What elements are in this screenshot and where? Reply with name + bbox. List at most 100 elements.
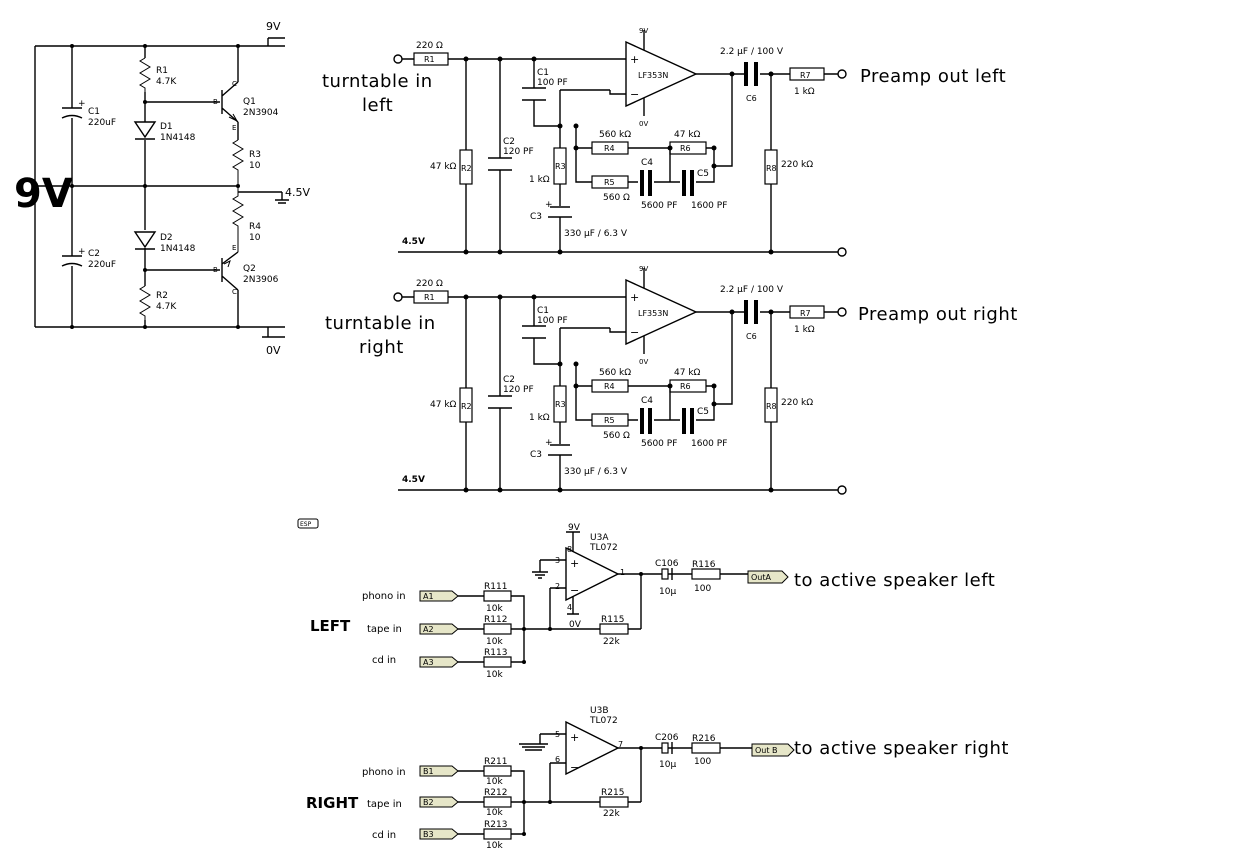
power-supply: ++ 9V 9V 4.5V 0V C1 220uF C2 bbox=[14, 20, 310, 357]
c5-name: C5 bbox=[697, 169, 709, 179]
r2-value: 4.7K bbox=[156, 302, 177, 312]
mixer-right-pin-minus: 6 bbox=[555, 755, 560, 764]
c4-name: C4 bbox=[641, 158, 653, 168]
q2-pin-b: B bbox=[213, 266, 218, 274]
c4-value: 5600 PF bbox=[641, 201, 677, 211]
preamp-rail-label: 4.5V bbox=[402, 475, 425, 485]
mixer-right-in-3-r: R213 bbox=[484, 820, 507, 830]
opamp-vplus: 9V bbox=[639, 27, 648, 35]
mixer-right-opamp-part: TL072 bbox=[589, 716, 618, 726]
r4-name: R4 bbox=[249, 222, 261, 232]
mixer-left-in-2-tag: A2 bbox=[423, 625, 434, 634]
mixer-left-out-tag: OutA bbox=[751, 573, 772, 582]
mixer-right-pin-out: 7 bbox=[618, 740, 623, 749]
r4-value: 560 kΩ bbox=[599, 368, 631, 378]
c3-value: 330 µF / 6.3 V bbox=[564, 229, 628, 239]
c5-name: C5 bbox=[697, 407, 709, 417]
svg-text:+: + bbox=[78, 99, 86, 109]
mixer-left-pin-vminus: 4 bbox=[567, 603, 572, 612]
c3-value: 330 µF / 6.3 V bbox=[564, 467, 628, 477]
r1-name: R1 bbox=[156, 66, 168, 76]
r6-value: 47 kΩ bbox=[674, 368, 701, 378]
mixer-right-rf-val: 22k bbox=[603, 809, 620, 819]
c6-value: 2.2 µF / 100 V bbox=[720, 47, 784, 57]
mixer-right-minus-sign: − bbox=[570, 761, 579, 774]
mixer-left-in-3-tag: A3 bbox=[423, 658, 434, 667]
mixer-right-cout-val: 10µ bbox=[659, 760, 676, 770]
r8-value: 220 kΩ bbox=[781, 160, 813, 170]
preamp-input-side: right bbox=[359, 337, 404, 358]
mixer-right-in-1-val: 10k bbox=[486, 777, 503, 787]
r8-name: R8 bbox=[766, 402, 777, 411]
preamp-input-label: turntable in bbox=[322, 71, 433, 92]
d1-name: D1 bbox=[160, 122, 173, 132]
c2-value: 220uF bbox=[88, 260, 116, 270]
r7-value: 1 kΩ bbox=[794, 87, 815, 97]
mixer-left-pin-out: 1 bbox=[620, 568, 625, 577]
r4-value: 10 bbox=[249, 233, 261, 243]
q1-pin-b: B bbox=[213, 98, 218, 106]
mixer-left-out-label: to active speaker left bbox=[794, 570, 995, 591]
mixer-left-plus-sign: + bbox=[570, 557, 579, 570]
mixer-right-cout: C206 bbox=[655, 733, 679, 743]
mixer-right-pin-plus: 5 bbox=[555, 730, 560, 739]
mixer-left-in-2-val: 10k bbox=[486, 637, 503, 647]
opamp-part: LF353N bbox=[638, 71, 668, 80]
q2-value: 2N3906 bbox=[243, 275, 279, 285]
r5-value: 560 Ω bbox=[603, 193, 630, 203]
mixer-left-in-2-label: tape in bbox=[367, 624, 402, 635]
r2-name: R2 bbox=[156, 291, 168, 301]
preamp-body: + bbox=[393, 268, 847, 495]
mixer-right-side-label: RIGHT bbox=[306, 794, 359, 812]
r1-value: 220 Ω bbox=[416, 279, 443, 289]
preamp-input-side: left bbox=[362, 95, 393, 116]
r8-name: R8 bbox=[766, 164, 777, 173]
mixer-right-in-3-label: cd in bbox=[372, 830, 396, 841]
c1-value: 220uF bbox=[88, 118, 116, 128]
mixer-right-out-label: to active speaker right bbox=[794, 738, 1009, 759]
preamp-input-label: turntable in bbox=[325, 313, 436, 334]
mixer-right-out-tag: Out B bbox=[755, 746, 778, 755]
svg-text:+: + bbox=[545, 200, 553, 210]
r1-value: 220 Ω bbox=[416, 41, 443, 51]
svg-text:+: + bbox=[78, 247, 86, 257]
q2-pin-e: E bbox=[232, 244, 236, 252]
r1-name: R1 bbox=[424, 293, 435, 302]
mixer-right-in-1-r: R211 bbox=[484, 757, 507, 767]
rail-top-label: 9V bbox=[266, 20, 281, 33]
preamp-output-label: Preamp out right bbox=[858, 304, 1018, 325]
preamp-left: + bbox=[322, 27, 1006, 257]
opamp-vminus: 0V bbox=[639, 358, 648, 366]
c1-value: 100 PF bbox=[537, 316, 568, 326]
mixer-left-minus-sign: − bbox=[570, 584, 579, 597]
mixer-left-in-3-r: R113 bbox=[484, 648, 507, 658]
c1-value: 100 PF bbox=[537, 78, 568, 88]
r2-value: 47 kΩ bbox=[430, 162, 457, 172]
r3-name: R3 bbox=[555, 400, 566, 409]
mixer-left-vminus: 0V bbox=[569, 620, 582, 630]
mixer-right-in-2-label: tape in bbox=[367, 799, 402, 810]
mixer-right-rout-val: 100 bbox=[694, 757, 711, 767]
c6-name: C6 bbox=[746, 332, 757, 341]
c2-name: C2 bbox=[503, 137, 515, 147]
d2-name: D2 bbox=[160, 233, 173, 243]
mixer-left-in-1-label: phono in bbox=[362, 591, 406, 602]
r3-value: 10 bbox=[249, 161, 261, 171]
mixer-left-in-3-label: cd in bbox=[372, 655, 396, 666]
r5-name: R5 bbox=[604, 178, 615, 187]
r7-value: 1 kΩ bbox=[794, 325, 815, 335]
supply-big-label: 9V bbox=[14, 171, 73, 217]
r4-name: R4 bbox=[604, 144, 615, 153]
q1-value: 2N3904 bbox=[243, 108, 279, 118]
esp-logo-text: ESP bbox=[300, 521, 312, 528]
mixer-left-pin-minus: 2 bbox=[555, 582, 560, 591]
r2-name: R2 bbox=[461, 402, 472, 411]
mixer-left-opamp-part: TL072 bbox=[589, 543, 618, 553]
r1-value: 4.7K bbox=[156, 77, 177, 87]
esp-logo bbox=[297, 518, 319, 529]
mixer-right bbox=[419, 720, 795, 840]
r3-value: 1 kΩ bbox=[529, 413, 550, 423]
r3-value: 1 kΩ bbox=[529, 175, 550, 185]
r5-value: 560 Ω bbox=[603, 431, 630, 441]
